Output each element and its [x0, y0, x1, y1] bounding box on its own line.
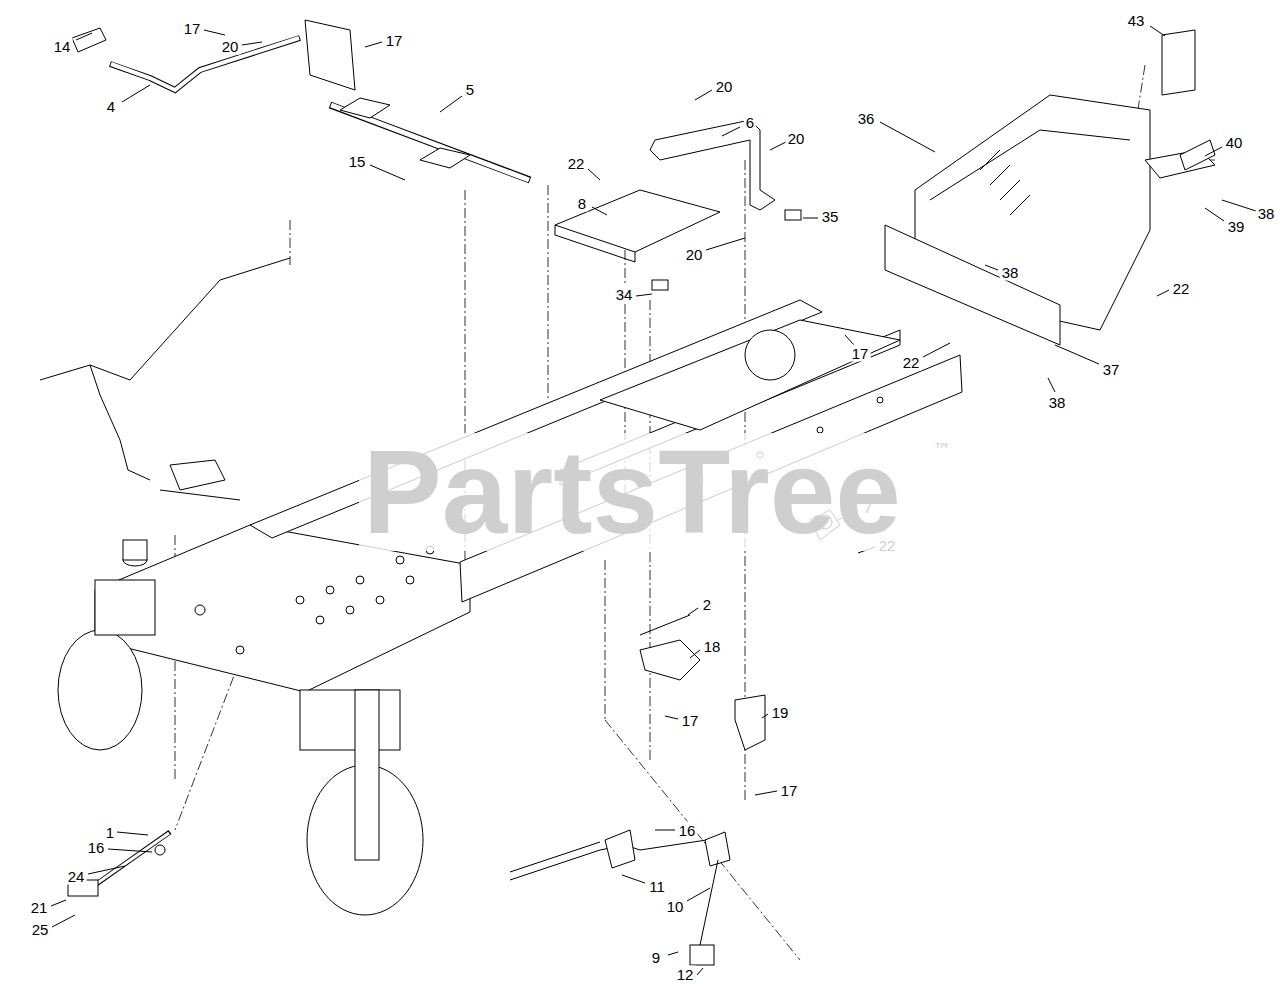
callout-number: 35 [820, 208, 841, 225]
callout-number: 43 [1126, 12, 1147, 29]
callout-number: 38 [1000, 264, 1021, 281]
callout-number: 8 [576, 195, 588, 212]
trademark-mark: ™ [933, 441, 951, 459]
callout-number: 37 [1101, 361, 1122, 378]
callout-number: 12 [675, 965, 696, 982]
callout-number: 24 [66, 868, 87, 885]
callout-number: 19 [770, 704, 791, 721]
callout-number: 34 [614, 286, 635, 303]
callout-number: 10 [665, 898, 686, 915]
callout-number: 17 [779, 782, 800, 799]
callout-number: 21 [29, 899, 50, 916]
callout-number: 38 [1047, 394, 1068, 411]
callout-number: 20 [714, 78, 735, 95]
callout-number: 4 [105, 98, 117, 115]
callout-number: 22 [1171, 280, 1192, 297]
callout-number: 17 [384, 32, 405, 49]
callout-number: 11 [647, 878, 667, 895]
callout-number: 20 [786, 130, 807, 147]
callout-number: 17 [680, 712, 701, 729]
callout-number: 22 [566, 155, 587, 172]
callout-number: 22 [901, 354, 922, 371]
callout-number: 20 [684, 246, 705, 263]
watermark: PartsTree [359, 433, 905, 551]
callout-number: 14 [52, 38, 73, 55]
callout-number: 6 [744, 114, 756, 131]
callout-number: 15 [347, 153, 368, 170]
callout-number: 40 [1224, 134, 1245, 151]
callout-number: 18 [702, 638, 723, 655]
callout-number: 17 [182, 20, 203, 37]
callout-number: 16 [86, 839, 107, 856]
callout-number: 25 [30, 921, 51, 938]
callout-number: 2 [701, 596, 713, 613]
callout-number: 39 [1226, 218, 1247, 235]
callout-number: 17 [850, 345, 871, 362]
callout-number: 36 [856, 110, 877, 127]
callout-number: 9 [650, 949, 662, 966]
callout-number: 20 [220, 38, 241, 55]
callout-number: 38 [1256, 205, 1277, 222]
callout-number: 5 [464, 81, 476, 98]
callout-number: 16 [677, 822, 698, 839]
